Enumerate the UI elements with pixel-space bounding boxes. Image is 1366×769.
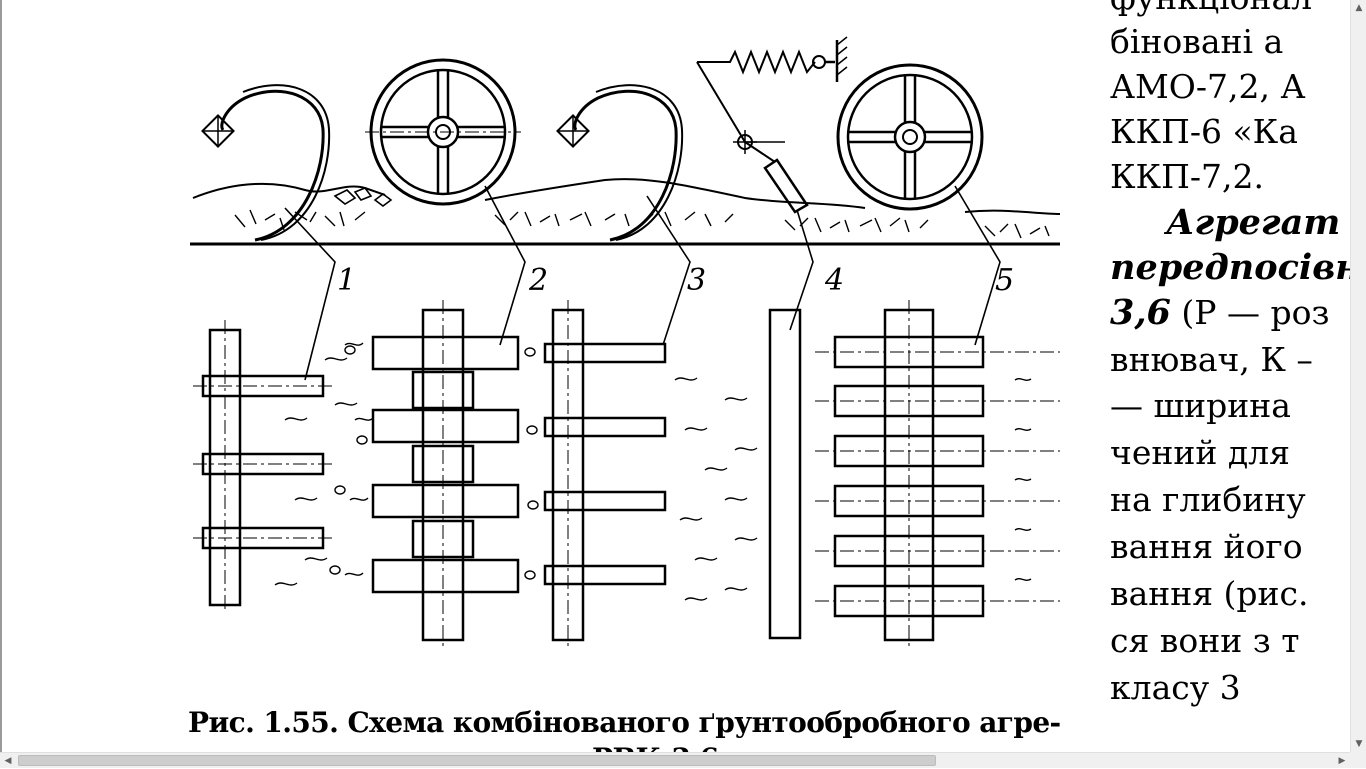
text-line-heading: Агрегат — [1166, 202, 1341, 243]
text-line: ся вони з т — [1110, 621, 1300, 660]
scroll-left-arrow-icon[interactable]: ◀ — [4, 756, 12, 766]
figure-label-5: 5 — [995, 263, 1014, 298]
soil-tillage-aggregate-diagram: 1 2 3 4 5 — [190, 36, 1061, 650]
document-viewport: 1 2 3 4 5 Рис. 1.55. Схема комбінованого… — [0, 0, 1350, 752]
text-line: внювач, К – — [1110, 340, 1313, 379]
text-line-heading-end: 3,6 — [1110, 292, 1171, 333]
text-line: ККП-7,2. — [1110, 157, 1264, 196]
text-line: біновані а — [1110, 22, 1284, 61]
text-line: (Р — роз — [1170, 293, 1330, 332]
figure-label-3: 3 — [687, 263, 706, 298]
text-line: функціонал — [1110, 0, 1312, 18]
scroll-down-arrow-icon[interactable]: ▼ — [1355, 739, 1363, 749]
page-left-border — [0, 0, 2, 752]
scroll-right-arrow-icon[interactable]: ▶ — [1338, 756, 1346, 766]
scroll-up-arrow-icon[interactable]: ▲ — [1355, 3, 1363, 13]
caption-line-2: РВК-3,6 — [188, 741, 1068, 752]
figure-label-1: 1 — [337, 263, 356, 298]
text-line: АМО-7,2, А — [1110, 67, 1306, 106]
body-text-column: функціонал біновані а АМО-7,2, А ККП-6 «… — [1110, 0, 1350, 752]
text-line: — ширина — [1110, 386, 1291, 425]
text-line: вання його — [1110, 527, 1303, 566]
vertical-scrollbar[interactable]: ▲ ▼ — [1350, 0, 1366, 752]
figure-caption: Рис. 1.55. Схема комбінованого ґрунтообр… — [188, 705, 1068, 752]
text-line: на глибину — [1110, 480, 1306, 519]
figure-label-2: 2 — [528, 263, 548, 298]
scrollbar-corner — [1350, 752, 1366, 768]
horizontal-scrollbar[interactable]: ◀ ▶ — [0, 752, 1350, 768]
text-line-heading: передпосівн — [1110, 247, 1350, 288]
horizontal-scroll-thumb[interactable] — [18, 755, 936, 766]
caption-line-1: Рис. 1.55. Схема комбінованого ґрунтообр… — [188, 706, 1061, 739]
text-line: чений для — [1110, 433, 1290, 472]
text-line: вання (рис. — [1110, 574, 1309, 613]
text-line: класу 3 — [1110, 668, 1241, 707]
figure-label-4: 4 — [824, 263, 844, 298]
text-line: ККП-6 «Ка — [1110, 112, 1298, 151]
